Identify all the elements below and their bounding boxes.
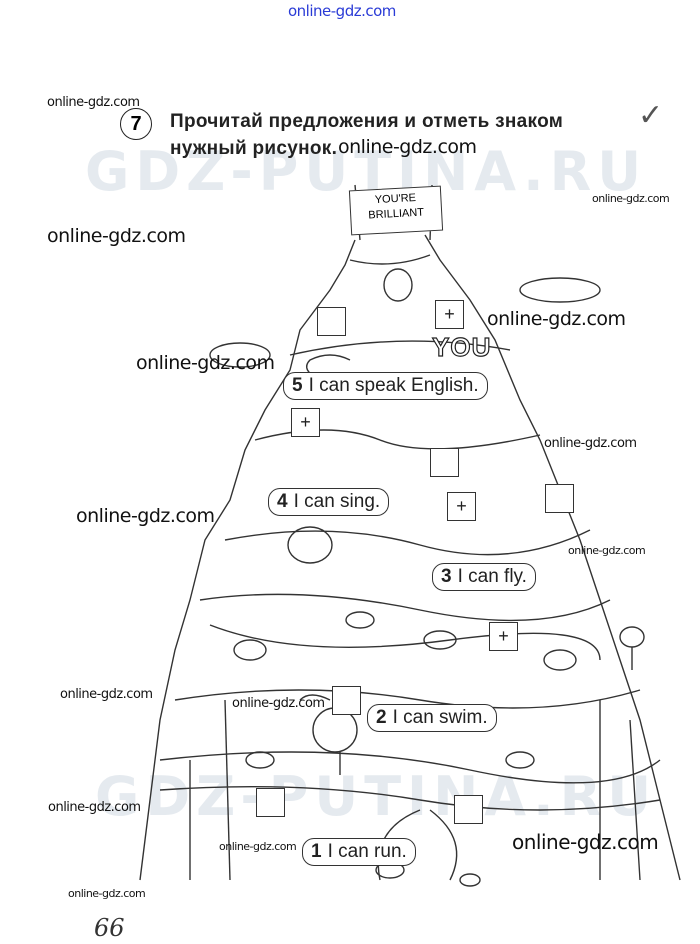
sentence-text: I can run. [327,841,407,862]
watermark: online-gdz.com [47,95,140,110]
answer-checkbox[interactable] [430,448,459,477]
watermark: online-gdz.com [219,840,297,853]
answer-checkbox[interactable]: + [447,492,476,521]
instruction-line-1: Прочитай предложения и отметь знаком [170,111,564,132]
sentence-text: I can sing. [293,491,381,512]
answer-checkbox[interactable] [454,795,483,824]
sentence-number: 5 [292,375,303,396]
watermark: online-gdz.com [232,696,325,711]
watermark: online-gdz.com [512,830,659,854]
answer-checkbox[interactable]: + [435,300,464,329]
answer-checkbox[interactable] [256,788,285,817]
task-number: 7 [120,108,152,140]
watermark: online-gdz.com [48,800,141,815]
watermark: online-gdz.com [68,887,146,900]
answer-checkbox[interactable]: + [291,408,320,437]
watermark: online-gdz.com [568,544,646,557]
answer-checkbox[interactable] [317,307,346,336]
answer-checkbox[interactable]: + [489,622,518,651]
watermark: online-gdz.com [544,436,637,451]
watermark: online-gdz.com [592,192,670,205]
background-watermark: GDZ-PUTINA.RU [95,765,658,828]
instruction-line-2: нужный рисунок. [170,138,338,159]
answer-checkbox[interactable] [332,686,361,715]
sentence-text: I can fly. [457,566,527,587]
checkmark-icon: ✓ [638,99,664,132]
watermark: online-gdz.com [60,687,153,702]
you-sign: YOU [431,331,492,362]
header-watermark[interactable]: online-gdz.com [288,2,396,20]
sentence-number: 4 [277,491,288,512]
brilliant-banner: YOU'RE BRILLIANT [348,185,444,236]
watermark: online-gdz.com [47,225,186,247]
page-number: 66 [94,914,125,942]
watermark: online-gdz.com [136,352,275,374]
watermark: online-gdz.com [76,505,215,527]
sentence-number: 1 [311,841,322,862]
answer-checkbox[interactable] [545,484,574,513]
sentence-text: I can speak English. [308,375,479,396]
sentence-number: 2 [376,707,387,728]
watermark: online-gdz.com [487,308,626,330]
task-instruction: Прочитай предложения и отметь знаком нуж… [170,108,640,162]
watermark: online-gdz.com [338,136,477,158]
sentence-number: 3 [441,566,452,587]
sentence-text: I can swim. [392,707,488,728]
